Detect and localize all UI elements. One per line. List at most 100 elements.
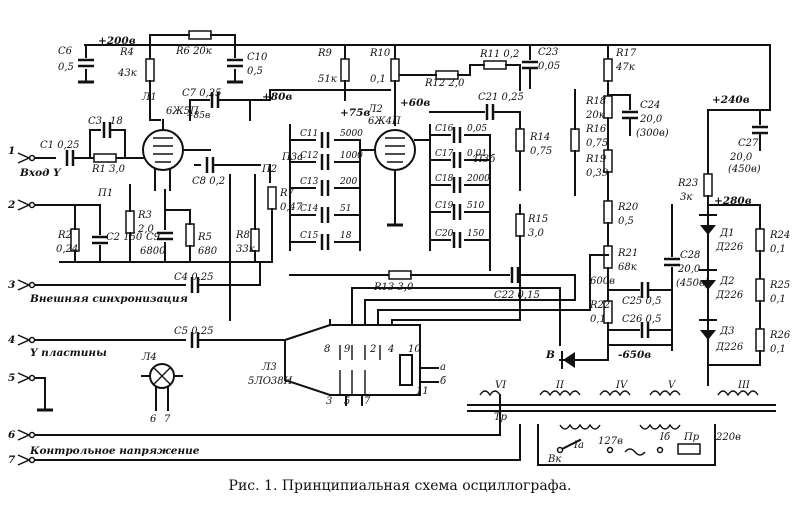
- label-c9: C9: [146, 232, 161, 243]
- label-r24-value: 0,1: [770, 244, 786, 255]
- label-c16-value: 0,05: [467, 124, 487, 134]
- label-r22: R22: [589, 300, 610, 311]
- label-r20: R20: [617, 202, 639, 213]
- resistor-r26: [755, 328, 765, 352]
- label-c27-value: 20,0: [729, 152, 753, 163]
- label-d1-type: Д226: [715, 242, 744, 253]
- label-l3: Л3: [261, 362, 277, 373]
- resistor-r3: [125, 210, 135, 234]
- label-r26-value: 0,1: [770, 344, 786, 355]
- resistor-r20: [603, 200, 613, 224]
- label-r3-value: 2,0: [137, 224, 155, 235]
- tube-l1: [142, 129, 184, 171]
- label-p3a: П3а: [281, 152, 303, 163]
- label-c20-value: 150: [467, 229, 484, 239]
- resistor-r21: [603, 245, 613, 269]
- label-r14-value: 0,75: [530, 146, 552, 157]
- capacitor-c22: [508, 264, 522, 286]
- label-v600: 600в: [590, 276, 615, 287]
- label-c15: C15: [300, 231, 319, 241]
- resistor-r14: [515, 128, 525, 152]
- resistor-r9: [340, 58, 350, 82]
- resistor-r10: [390, 58, 400, 82]
- resistor-r23: [703, 173, 713, 197]
- pin-10: 10: [408, 344, 421, 355]
- capacitor-c24: [619, 108, 641, 122]
- capacitor-c13: [318, 177, 332, 199]
- label-r11: R11 0,2: [479, 49, 519, 60]
- label-l2-type: 6Ж4П: [368, 116, 401, 127]
- label-plus240: +240в: [712, 94, 750, 106]
- label-c5: C5 0,25: [174, 326, 213, 337]
- label-r21-value: 68к: [618, 262, 637, 273]
- label-vk: Вк: [547, 454, 561, 465]
- input-label-4: Y пластины: [30, 347, 107, 359]
- label-r17-value: 47к: [615, 62, 635, 73]
- label-c10-value: 0,5: [247, 66, 263, 77]
- label-c18-value: 2000: [466, 174, 490, 184]
- input-number-5: 5: [8, 372, 15, 384]
- label-c13: C13: [300, 177, 319, 187]
- label-c25: C25 0,5: [622, 296, 661, 307]
- label-r25: R25: [769, 280, 790, 291]
- focus-divider: [570, 44, 641, 346]
- label-p2: П2: [261, 164, 277, 175]
- input-number-2: 2: [7, 199, 15, 211]
- label-r9: R9: [317, 48, 333, 59]
- label-winding-ia: Iа: [573, 440, 584, 451]
- label-lamp-7: 7: [164, 414, 171, 425]
- pin-2: 2: [369, 344, 376, 355]
- label-r3: R3: [137, 210, 152, 221]
- supply-rail-top: [75, 30, 771, 111]
- label-c16: C16: [435, 124, 454, 134]
- label-c22: C22 0,15: [494, 290, 540, 301]
- pin-9: 9: [344, 344, 351, 355]
- label-r8: R8: [235, 230, 250, 241]
- label-r16-value: 0,75: [586, 138, 608, 149]
- capacitor-c12: [318, 151, 332, 173]
- label-r12: R12 2,0: [424, 78, 465, 89]
- label-l1: Л1: [141, 92, 157, 103]
- label-crt-b: б: [440, 376, 447, 387]
- cathode-supply: [559, 279, 673, 369]
- label-r26: R26: [769, 330, 791, 341]
- label-r1: R1 3,0: [91, 164, 126, 175]
- label-c24-voltage: (300в): [636, 128, 669, 139]
- label-winding-ib: Iб: [659, 432, 671, 443]
- resistor-r16: [570, 128, 580, 152]
- label-v220: 220в: [715, 432, 741, 443]
- label-c13-value: 200: [339, 177, 357, 187]
- capacitor-c18: [450, 174, 464, 196]
- resistor-r24: [755, 228, 765, 252]
- label-c17-value: 0,01: [467, 149, 487, 159]
- label-r22-value: 0,1: [590, 314, 606, 325]
- stage-interconnect: [229, 99, 277, 321]
- label-r23: R23: [677, 178, 698, 189]
- diode-d2: [700, 280, 716, 290]
- label-c19: C19: [435, 201, 454, 211]
- pin-4: 4: [387, 344, 394, 355]
- label-winding-v: V: [668, 380, 677, 391]
- label-plus75: +75в: [340, 107, 370, 119]
- label-c1: C1 0,25: [40, 140, 79, 151]
- capacitor-c15: [318, 231, 332, 253]
- label-d2: Д2: [719, 276, 735, 287]
- label-r18-value: 20к: [585, 110, 605, 121]
- label-l3-type: 5ЛО38И: [248, 376, 293, 387]
- input-number-3: 3: [8, 279, 15, 291]
- label-pr: Пр: [683, 432, 700, 443]
- input-jack-5: [17, 372, 36, 384]
- label-c11: C11: [300, 129, 318, 139]
- capacitor-c21: [483, 101, 497, 123]
- resistor-r11: [483, 60, 507, 70]
- label-r16: R16: [585, 124, 607, 135]
- label-lamp-6: 6: [150, 414, 157, 425]
- pin-7: 7: [364, 396, 371, 407]
- label-c2: C2 150: [106, 232, 143, 243]
- label-c10: C10: [247, 52, 268, 63]
- label-v127: 127в: [598, 436, 623, 447]
- label-r2: R2: [57, 230, 72, 241]
- label-c4: C4 0,25: [174, 272, 213, 283]
- capacitor-c23: [519, 58, 541, 72]
- stage1-preamp: [29, 44, 391, 263]
